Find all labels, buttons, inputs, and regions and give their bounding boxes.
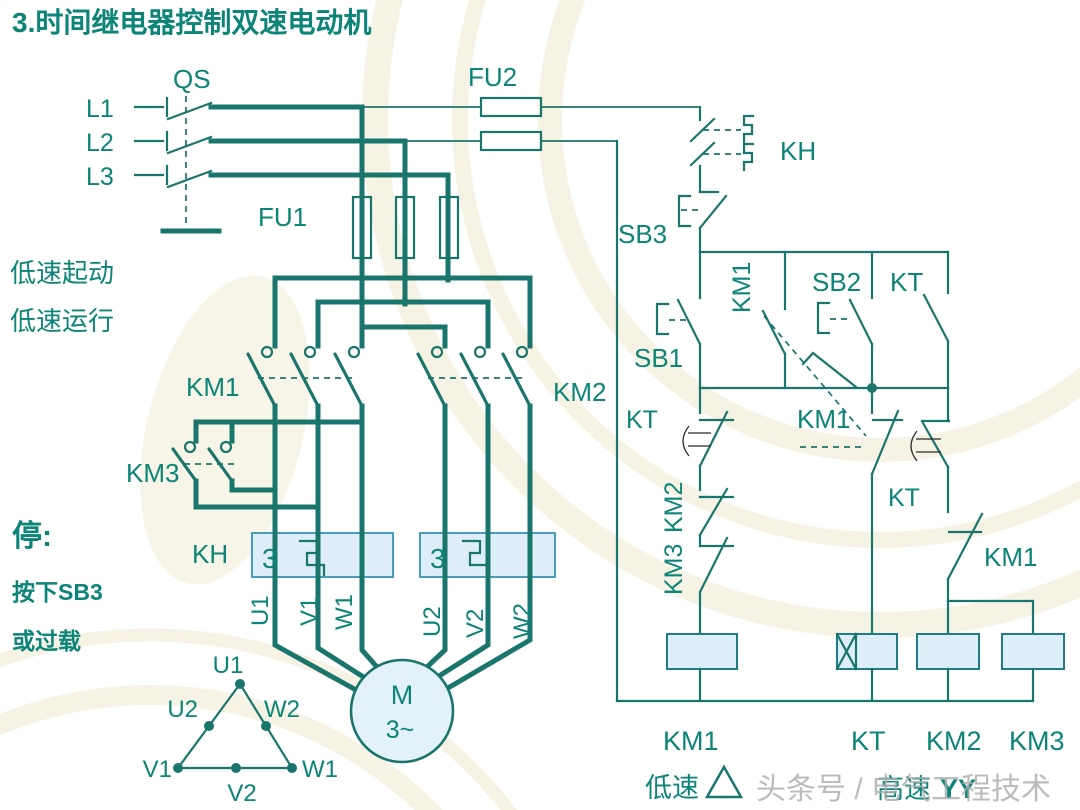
kh-pole-count-1: 3 — [262, 543, 278, 574]
distribution-rails — [272, 275, 533, 349]
phase-l1-label: L1 — [86, 95, 114, 123]
km1-coil — [666, 633, 738, 703]
fu2-fuses — [479, 96, 543, 152]
km3-interlock-contact — [698, 536, 735, 636]
km2-main-label: KM2 — [553, 377, 606, 407]
km3-interlock-label: KM3 — [660, 544, 688, 595]
kt-left-delay-contact — [682, 386, 735, 492]
delta-symbol — [704, 764, 744, 799]
fu2-label: FU2 — [468, 62, 517, 92]
winding-v2-label: V2 — [227, 780, 256, 807]
wire-u1-label: U1 — [247, 595, 274, 626]
kt-left-label: KT — [626, 406, 658, 434]
km1-mid-contact — [870, 386, 904, 636]
km2-coil — [916, 633, 980, 703]
kh-pole-count-2: 3 — [430, 543, 446, 574]
wire-v2-label: V2 — [462, 609, 489, 638]
watermark-text: 头条号 / 电气工程技术 — [756, 773, 1051, 806]
winding-u2-label: U2 — [167, 696, 198, 723]
footer-yy-symbol: YY — [940, 774, 976, 804]
motor-symbol — [349, 658, 455, 764]
sb2-speed-button — [816, 250, 874, 390]
km1-aux-label: KM1 — [728, 262, 756, 313]
winding-w1-label: W1 — [302, 756, 338, 783]
control-rail-b — [698, 315, 950, 448]
page-title: 3.时间继电器控制双速电动机 — [12, 6, 371, 38]
note-low-speed-start: 低速起动 — [10, 258, 114, 288]
winding-w2-label: W2 — [264, 696, 300, 723]
km2-interlock-label: KM2 — [660, 482, 688, 533]
km1-interlock-contact — [946, 512, 1035, 636]
qs-knife-switch — [133, 96, 222, 234]
footer-low-speed-label: 低速 — [645, 773, 699, 803]
wire-w1-label: W1 — [331, 594, 358, 630]
note-stop-title: 停: — [12, 520, 52, 553]
kt-top-contact — [922, 250, 950, 390]
sb2-label: SB2 — [812, 267, 861, 297]
fu1-label: FU1 — [258, 202, 307, 232]
kt-right-label: KT — [888, 484, 920, 512]
kh-thermal-boxes — [251, 530, 556, 580]
note-low-speed-run: 低速运行 — [10, 306, 114, 336]
phase-l2-label: L2 — [86, 129, 114, 157]
kt-top-label: KT — [890, 267, 923, 297]
kh-control-contact — [689, 114, 755, 194]
km1-main-label: KM1 — [186, 372, 239, 402]
kh-control-label: KH — [780, 136, 816, 166]
km1-interlock-label: KM1 — [984, 542, 1037, 572]
kt-right-delay-contact — [910, 386, 951, 514]
note-stop-line1: 按下SB3 — [12, 579, 103, 605]
km3-coil — [1001, 633, 1065, 703]
motor-m-label: M — [391, 680, 414, 710]
delta-winding-diagram — [173, 679, 297, 773]
motor-phase-label: 3~ — [386, 716, 415, 744]
note-stop-line2: 或过载 — [12, 628, 81, 654]
sb1-label: SB1 — [634, 343, 683, 373]
coil-km2-label: KM2 — [926, 726, 982, 756]
sb1-start-button — [655, 250, 702, 390]
wire-u2-label: U2 — [419, 606, 446, 637]
coil-km3-label: KM3 — [1009, 726, 1065, 756]
sb3-label: SB3 — [618, 219, 667, 249]
wire-w2-label: W2 — [509, 603, 536, 639]
kh-main-label: KH — [192, 539, 228, 569]
coil-km1-label: KM1 — [663, 726, 719, 756]
wire-v1-label: V1 — [296, 597, 323, 626]
winding-v1-label: V1 — [143, 756, 172, 783]
footer-high-speed-label: 高速 — [877, 774, 931, 804]
qs-label: QS — [173, 64, 211, 94]
km2-interlock-contact — [698, 487, 735, 548]
motor-leads — [272, 574, 533, 694]
km1-main-contacts — [246, 345, 365, 536]
phase-l3-label: L3 — [86, 163, 114, 191]
winding-u1-label: U1 — [213, 652, 244, 679]
km2-main-contacts — [416, 345, 533, 536]
km3-main-label: KM3 — [126, 458, 179, 488]
km3-bridge-contacts — [171, 419, 365, 510]
km1-mid-label: KM1 — [797, 404, 850, 434]
coil-kt-label: KT — [851, 726, 886, 756]
fu1-fuses — [351, 195, 460, 260]
control-left-rail — [615, 105, 702, 703]
sb3-stop-button — [677, 190, 728, 254]
kt-coil — [835, 632, 898, 703]
